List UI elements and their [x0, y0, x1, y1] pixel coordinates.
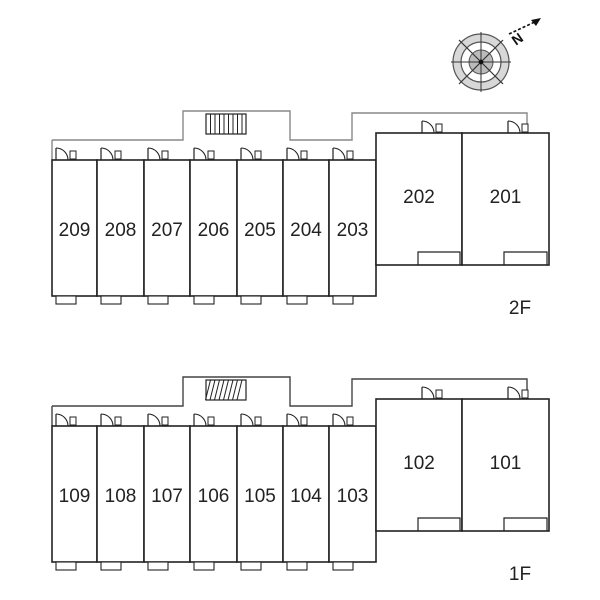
door-icon	[240, 413, 262, 427]
unit-label: 106	[198, 486, 230, 507]
door-icon	[286, 413, 308, 427]
unit-107: 107	[143, 413, 191, 571]
balcony	[55, 561, 77, 571]
north-arrow-icon	[508, 18, 541, 35]
unit-106: 106	[189, 413, 238, 571]
unit-208: 208	[96, 147, 145, 305]
unit-108: 108	[96, 413, 145, 571]
unit-label: 209	[59, 220, 91, 241]
unit-outline	[51, 425, 98, 563]
unit-outline	[461, 132, 550, 266]
unit-label: 208	[105, 220, 137, 241]
door-icon	[240, 147, 262, 161]
unit-outline	[96, 159, 145, 297]
floor-1f: 109 108 107 106 105 104 103 102 101 1F	[51, 376, 550, 585]
unit-207: 207	[143, 147, 191, 305]
unit-outline	[96, 425, 145, 563]
door-icon	[100, 147, 122, 161]
door-icon	[421, 120, 443, 134]
unit-label: 201	[490, 187, 522, 208]
unit-104: 104	[282, 413, 330, 571]
unit-label: 104	[290, 486, 322, 507]
unit-outline	[189, 425, 238, 563]
balcony	[240, 295, 262, 305]
unit-105: 105	[236, 413, 284, 571]
door-icon	[332, 413, 354, 427]
compass-icon	[451, 32, 511, 92]
door-icon	[332, 147, 354, 161]
unit-202: 202	[375, 120, 463, 266]
unit-label: 107	[151, 486, 183, 507]
door-icon	[147, 413, 169, 427]
unit-label: 109	[59, 486, 91, 507]
unit-109: 109	[51, 413, 98, 571]
unit-outline	[375, 132, 463, 266]
balcony	[193, 295, 215, 305]
unit-outline	[282, 425, 330, 563]
unit-label: 103	[337, 486, 369, 507]
unit-101: 101	[461, 386, 550, 532]
unit-label: 108	[105, 486, 137, 507]
door-icon	[507, 120, 529, 134]
unit-205: 205	[236, 147, 284, 305]
balcony	[503, 517, 548, 531]
floor-2f: 209 208 207 206 205 204 203 202 201 2F	[51, 110, 550, 319]
unit-label: 203	[337, 220, 369, 241]
balcony	[286, 561, 308, 571]
door-icon	[421, 386, 443, 400]
unit-outline	[328, 425, 377, 563]
unit-206: 206	[189, 147, 238, 305]
unit-label: 204	[290, 220, 322, 241]
balcony	[100, 295, 122, 305]
floor-label: 2F	[509, 298, 531, 319]
unit-label: 102	[403, 453, 435, 474]
balcony	[332, 561, 354, 571]
unit-label: 202	[403, 187, 435, 208]
balcony	[55, 295, 77, 305]
unit-outline	[328, 159, 377, 297]
door-icon	[147, 147, 169, 161]
unit-103: 103	[328, 413, 377, 571]
unit-label: 206	[198, 220, 230, 241]
balcony	[417, 517, 461, 531]
staircase-icon	[205, 379, 247, 401]
floor-label: 1F	[509, 564, 531, 585]
balcony	[147, 561, 169, 571]
staircase-icon	[205, 113, 247, 135]
unit-209: 209	[51, 147, 98, 305]
door-icon	[55, 413, 77, 427]
balcony	[503, 251, 548, 265]
balcony	[240, 561, 262, 571]
unit-label: 101	[490, 453, 522, 474]
door-icon	[193, 147, 215, 161]
balcony	[100, 561, 122, 571]
door-icon	[100, 413, 122, 427]
door-icon	[286, 147, 308, 161]
unit-102: 102	[375, 386, 463, 532]
balcony	[286, 295, 308, 305]
unit-outline	[461, 398, 550, 532]
door-icon	[507, 386, 529, 400]
unit-204: 204	[282, 147, 330, 305]
door-icon	[193, 413, 215, 427]
unit-label: 207	[151, 220, 183, 241]
unit-label: 105	[244, 486, 276, 507]
unit-outline	[375, 398, 463, 532]
balcony	[417, 251, 461, 265]
walkway-outline	[52, 110, 528, 141]
unit-203: 203	[328, 147, 377, 305]
compass: N	[451, 18, 541, 92]
balcony	[332, 295, 354, 305]
unit-label: 205	[244, 220, 276, 241]
door-icon	[55, 147, 77, 161]
walkway-outline	[52, 376, 528, 407]
unit-201: 201	[461, 120, 550, 266]
balcony	[193, 561, 215, 571]
balcony	[147, 295, 169, 305]
compass-north-letter: N	[509, 29, 526, 48]
